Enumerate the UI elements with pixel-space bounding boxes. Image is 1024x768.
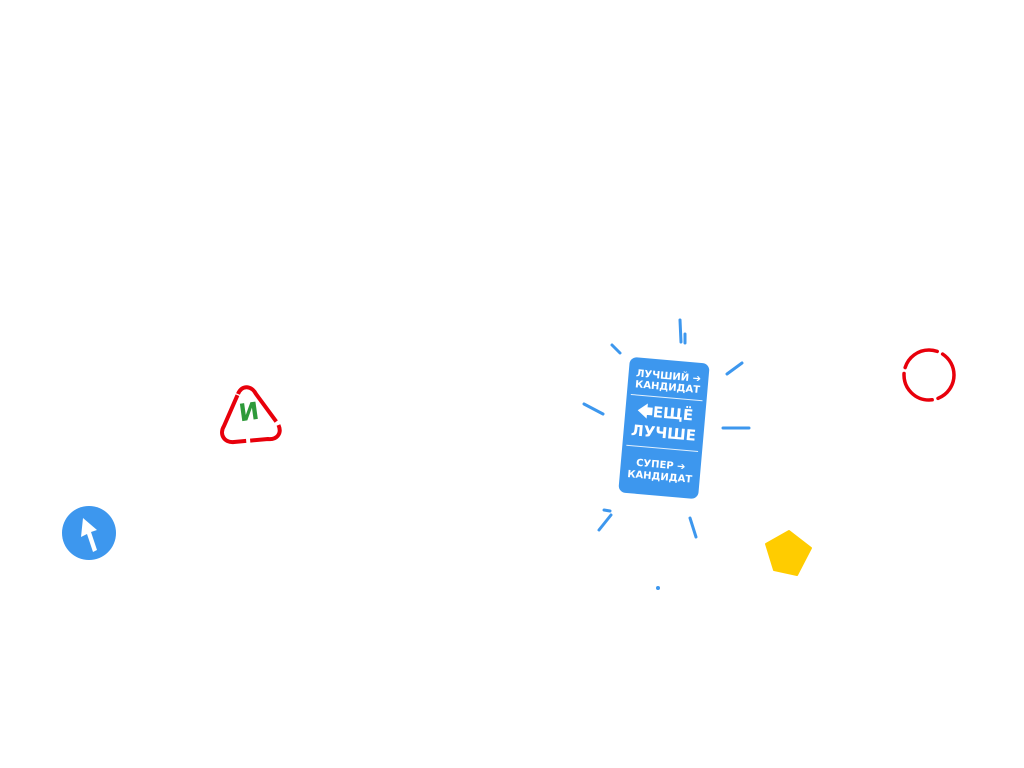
candidate-sign-card: ЛУЧШИЙ ➔ КАНДИДАТ 🡄ЕЩЁ ЛУЧШЕ СУПЕР ➔ КАН…	[618, 356, 710, 500]
candidate-sign-area[interactable]: ЛУЧШИЙ ➔ КАНДИДАТ 🡄ЕЩЁ ЛУЧШЕ СУПЕР ➔ КАН…	[570, 310, 770, 600]
pointer-arrow-icon	[62, 506, 116, 560]
pointer-button[interactable]	[62, 506, 116, 560]
triangle-letter-badge[interactable]: И	[212, 376, 288, 452]
sign-rays-icon	[582, 318, 751, 590]
dashed-ring-icon[interactable]	[898, 345, 960, 407]
sign-divider-bottom	[626, 444, 699, 453]
yellow-diamond-shape[interactable]	[762, 526, 816, 580]
triangle-outline-icon	[220, 385, 282, 445]
